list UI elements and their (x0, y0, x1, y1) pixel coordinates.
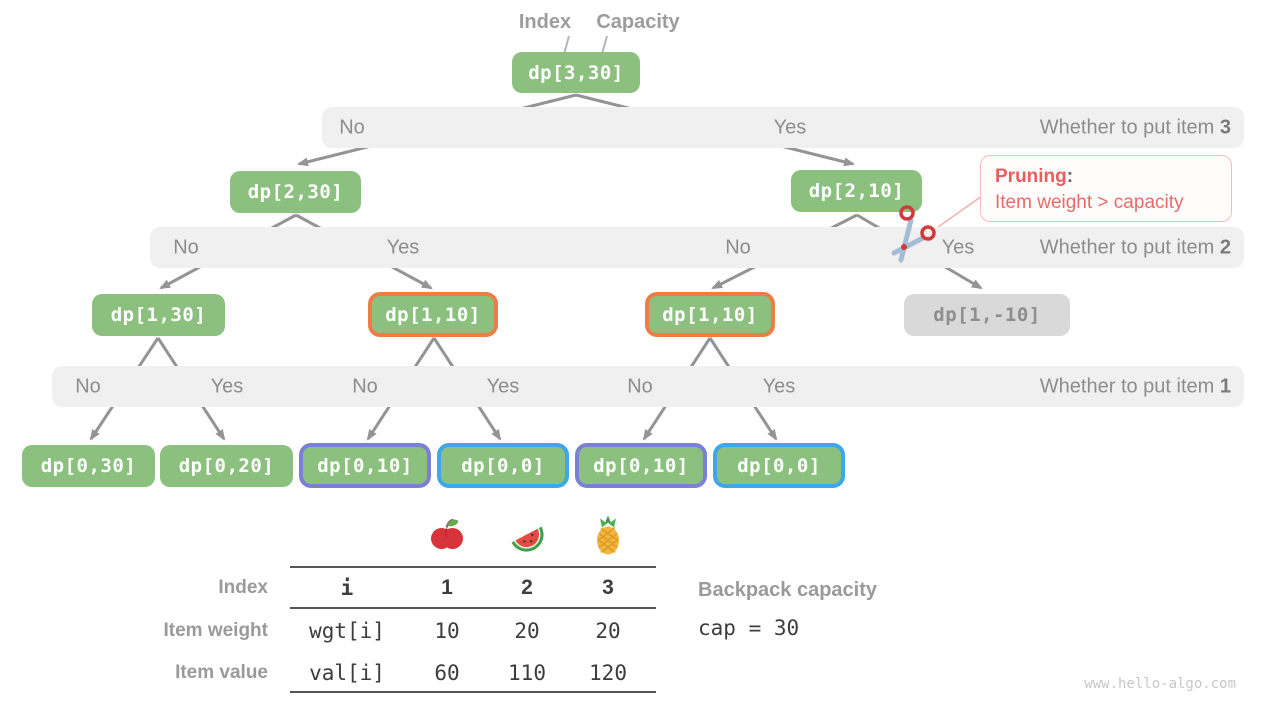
value-cell-2: 110 (508, 661, 546, 685)
watermelon-icon (507, 516, 547, 561)
row-label-weight: Item weight (163, 620, 268, 641)
node-dp-0-0-a: dp[0,0] (437, 443, 569, 488)
band1-no-label-3: No (627, 375, 653, 397)
band3-question: Whether to put item 3 (1040, 116, 1231, 139)
band1-yes-label-1: Yes (210, 375, 244, 397)
pruning-callout: Pruning: Item weight > capacity (980, 155, 1232, 222)
pruning-colon: : (1066, 166, 1074, 187)
band1-yes-label-2: Yes (486, 375, 520, 397)
value-cell-name: val[i] (309, 661, 385, 685)
band1-yes-label-3: Yes (762, 375, 796, 397)
node-dp-2-30: dp[2,30] (230, 171, 361, 213)
capacity-pointer-label: Capacity (596, 11, 680, 33)
decision-band-item-2: No Yes No Yes Whether to put item 2 (150, 227, 1244, 268)
band2-question-item: 2 (1219, 236, 1231, 258)
table-header-2: 2 (521, 576, 533, 599)
decision-band-item-3: No Yes Whether to put item 3 (322, 107, 1244, 148)
node-dp-3-30: dp[3,30] (512, 52, 640, 93)
table-rule-mid (290, 607, 656, 609)
pruning-title: Pruning (995, 166, 1067, 187)
node-dp-0-10-b: dp[0,10] (575, 443, 707, 488)
pineapple-icon (590, 514, 626, 563)
table-header-i: i (340, 576, 354, 600)
band1-question-item: 1 (1219, 375, 1231, 397)
table-header-1: 1 (441, 576, 453, 599)
weight-cell-1: 10 (434, 619, 460, 643)
index-pointer-label: Index (518, 11, 572, 33)
node-dp-1-30: dp[1,30] (92, 294, 225, 336)
band1-no-label-1: No (75, 375, 101, 397)
backpack-capacity-value: cap = 30 (698, 616, 800, 640)
node-dp-0-0-b: dp[0,0] (713, 443, 845, 488)
band2-no-label-1: No (173, 236, 199, 258)
band3-question-item: 3 (1219, 116, 1231, 138)
pruning-body: Item weight > capacity (995, 192, 1184, 213)
apple-icon (428, 516, 466, 559)
table-header-3: 3 (602, 576, 614, 599)
value-cell-1: 60 (434, 661, 460, 685)
row-label-value: Item value (175, 662, 268, 683)
row-label-index: Index (218, 577, 268, 598)
site-watermark: www.hello-algo.com (1084, 676, 1236, 692)
band2-yes-label-1: Yes (386, 236, 420, 258)
weight-cell-2: 20 (514, 619, 540, 643)
table-rule-top (290, 566, 656, 568)
backpack-capacity-label: Backpack capacity (698, 579, 878, 601)
node-dp-2-10: dp[2,10] (791, 170, 922, 212)
decision-band-item-1: No Yes No Yes No Yes Whether to put item… (52, 366, 1244, 407)
band3-no-label: No (339, 116, 365, 138)
band2-no-label-2: No (725, 236, 751, 258)
band3-yes-label: Yes (773, 116, 807, 138)
node-dp-1-neg10: dp[1,-10] (904, 294, 1070, 336)
band3-question-prefix: Whether to put item (1039, 116, 1220, 138)
node-dp-1-10-a: dp[1,10] (368, 292, 498, 337)
node-dp-0-30: dp[0,30] (22, 445, 155, 487)
band1-question-prefix: Whether to put item (1039, 375, 1220, 397)
node-dp-0-20: dp[0,20] (160, 445, 293, 487)
node-dp-0-10-a: dp[0,10] (299, 443, 431, 488)
weight-cell-name: wgt[i] (309, 619, 385, 643)
band2-question: Whether to put item 2 (1040, 236, 1231, 259)
band1-no-label-2: No (352, 375, 378, 397)
table-rule-bottom (290, 691, 656, 693)
band1-question: Whether to put item 1 (1040, 375, 1231, 398)
weight-cell-3: 20 (595, 619, 621, 643)
value-cell-3: 120 (589, 661, 627, 685)
band2-question-prefix: Whether to put item (1039, 236, 1220, 258)
band2-yes-label-2: Yes (941, 236, 975, 258)
node-dp-1-10-b: dp[1,10] (645, 292, 775, 337)
